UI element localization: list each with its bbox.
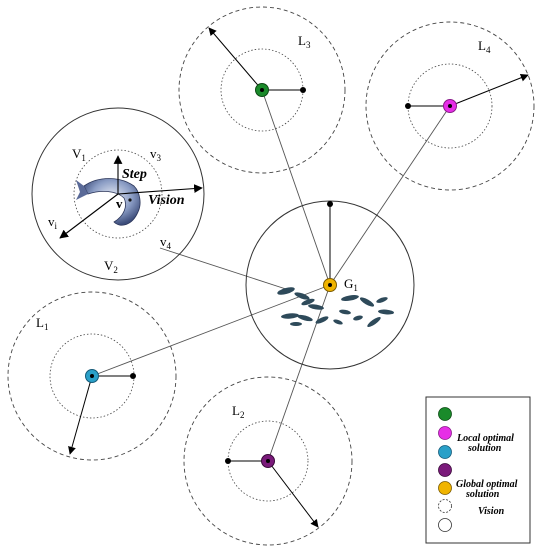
l4-arrow xyxy=(449,73,529,107)
legend-swatch-magenta xyxy=(438,426,452,440)
legend-item-vision: Vision xyxy=(438,506,505,532)
l4-vision-outer xyxy=(365,21,535,191)
label-vi: vi xyxy=(48,214,58,231)
fish-arrow-down-left xyxy=(59,193,119,239)
fish-step-inner xyxy=(73,149,163,239)
legend-global-text-2: solution xyxy=(465,489,500,500)
legend-swatch-cyan xyxy=(438,445,452,459)
legend-local-text-1: Local optimal xyxy=(456,433,514,444)
legend-swatch-purple xyxy=(438,463,452,477)
label-l3: L3 xyxy=(298,33,311,50)
legend-swatch-solid xyxy=(438,518,452,532)
cluster-g1: G1 xyxy=(245,200,415,370)
l2-node-center xyxy=(266,459,270,463)
label-v3: v3 xyxy=(150,146,162,163)
cluster-vision-fish: V1 v3 Step Vision v vi v4 V2 xyxy=(31,107,205,281)
legend-swatch-gold xyxy=(438,481,452,495)
cluster-l1: L1 xyxy=(7,291,177,461)
g1-node-center xyxy=(328,283,332,287)
fish-vision-outer xyxy=(31,107,205,281)
legend-item-green xyxy=(438,407,452,421)
label-v: v xyxy=(116,196,123,211)
l1-step-dot xyxy=(130,373,136,379)
l3-vision-outer xyxy=(178,6,346,174)
l3-node-center xyxy=(260,88,264,92)
label-vision: Vision xyxy=(148,193,185,208)
l4-node-center xyxy=(448,104,452,108)
l2-arrow xyxy=(267,460,319,528)
cluster-l4: L4 xyxy=(365,21,535,191)
legend-item-dashed xyxy=(438,499,452,513)
legend-item-cyan xyxy=(438,445,452,459)
connector-lines xyxy=(91,89,451,462)
l4-step-dot xyxy=(405,103,411,109)
line-g1-l3 xyxy=(261,89,331,286)
legend-item-purple xyxy=(438,463,452,477)
legend-global-text-1: Global optimal xyxy=(456,479,518,490)
l3-arrow xyxy=(208,27,263,91)
label-v4: v4 xyxy=(160,234,172,251)
legend-local-text-2: solution xyxy=(467,443,502,454)
line-g1-l4 xyxy=(329,105,451,286)
line-g1-l1 xyxy=(91,284,331,377)
label-v1: V1 xyxy=(72,146,86,163)
l1-arrow xyxy=(68,375,93,455)
l2-vision-outer xyxy=(183,376,353,546)
label-l4: L4 xyxy=(478,38,491,55)
cluster-l3: L3 xyxy=(178,6,346,174)
legend-vision-text: Vision xyxy=(478,506,505,517)
legend-item-gold: Global optimal solution xyxy=(438,479,518,500)
legend-swatch-dashed xyxy=(438,499,452,513)
label-g1: G1 xyxy=(344,276,358,293)
l2-step-dot xyxy=(225,458,231,464)
cluster-l2: L2 xyxy=(183,376,353,546)
label-l1: L1 xyxy=(36,315,48,332)
l2-step-inner xyxy=(227,420,309,502)
line-g1-l2 xyxy=(267,284,331,462)
l1-node-center xyxy=(90,374,94,378)
legend: Local optimal solution Global optimal so… xyxy=(425,396,531,544)
l4-step-inner xyxy=(407,63,493,149)
line-v4 xyxy=(159,247,293,292)
g1-step-dot xyxy=(327,201,333,207)
label-l2: L2 xyxy=(232,403,244,420)
l1-vision-outer xyxy=(7,291,177,461)
legend-item-magenta: Local optimal solution xyxy=(438,426,514,454)
label-v2: V2 xyxy=(104,258,118,275)
fish-school xyxy=(277,287,394,327)
legend-swatch-green xyxy=(438,407,452,421)
l3-step-dot xyxy=(300,87,306,93)
label-step: Step xyxy=(122,167,147,182)
fish-arrow-right xyxy=(117,184,203,195)
